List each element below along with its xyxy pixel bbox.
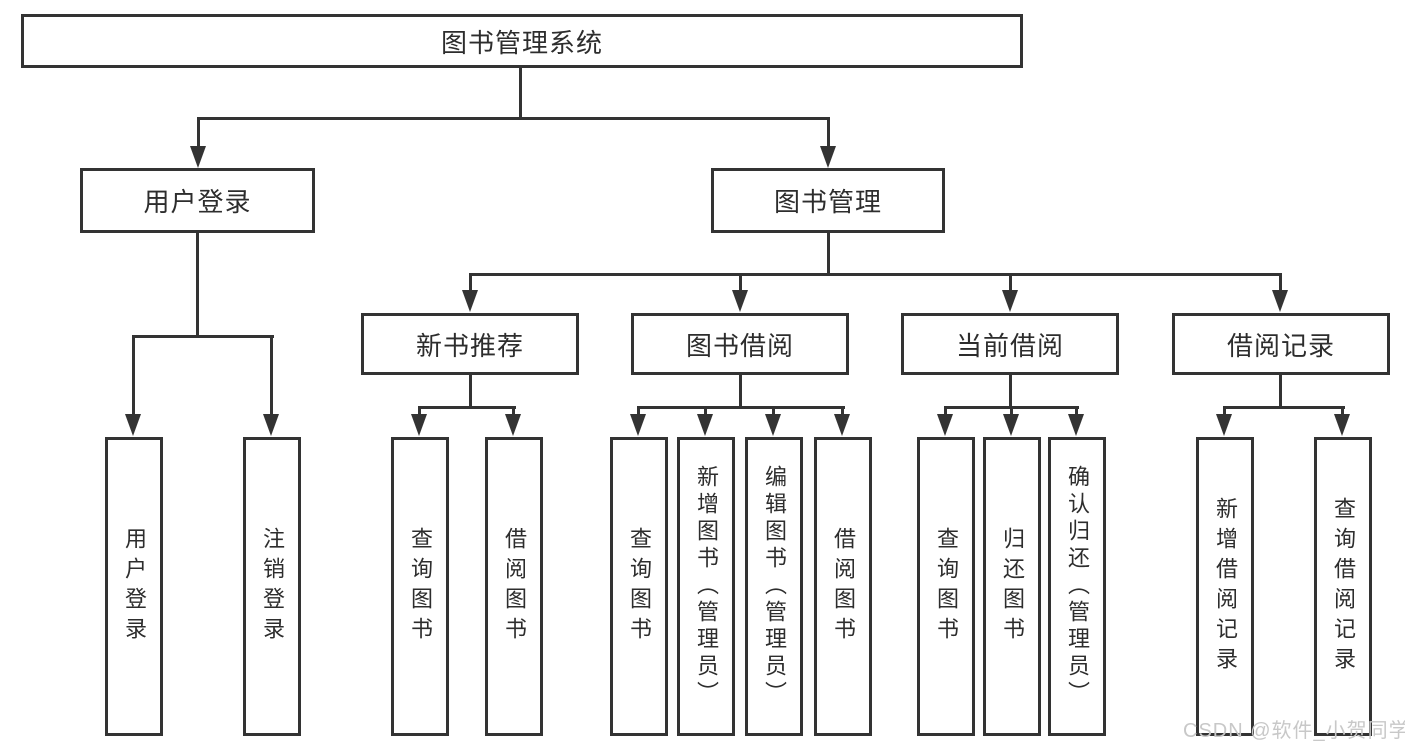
leaf-edit-book-admin: 编辑图书（管理员） <box>745 437 803 736</box>
connector-leaf-stem <box>418 406 421 416</box>
leaf-return-book: 归还图书 <box>983 437 1041 736</box>
connector-leaf-stem <box>132 335 135 415</box>
arrow-down-icon <box>411 414 427 436</box>
watermark: CSDN @软件_小贺同学 <box>1183 720 1405 742</box>
leaf-add-book-admin-label: 新增图书（管理员） <box>694 465 719 708</box>
leaf-add-borrow-record-label: 新增借阅记录 <box>1213 496 1238 677</box>
arrow-down-icon <box>1068 414 1084 436</box>
connector-leaf-stem <box>270 335 273 415</box>
connector-leaf-stem <box>1010 406 1013 416</box>
arrow-down-icon <box>765 414 781 436</box>
connector-module-stem <box>739 273 742 293</box>
leaf-edit-book-admin-label: 编辑图书（管理员） <box>762 465 787 708</box>
arrow-down-icon <box>263 414 279 436</box>
arrow-down-icon <box>820 146 836 168</box>
arrow-down-icon <box>630 414 646 436</box>
node-book-management: 图书管理 <box>711 168 945 233</box>
connector-user-login-stub <box>196 233 199 338</box>
leaf-query-borrow-record: 查询借阅记录 <box>1314 437 1372 736</box>
connector-module-stub <box>469 375 472 409</box>
arrow-down-icon <box>125 414 141 436</box>
connector-leaf-stem <box>512 406 515 416</box>
leaf-logout-label: 注销登录 <box>260 526 285 647</box>
leaf-confirm-return-admin-label: 确认归还（管理员） <box>1065 465 1090 708</box>
leaf-query-books-recommend-label: 查询图书 <box>408 526 433 647</box>
arrow-down-icon <box>1003 414 1019 436</box>
node-new-book-recommend: 新书推荐 <box>361 313 579 375</box>
connector-leaf-stem <box>1223 406 1226 416</box>
leaf-query-books-recommend: 查询图书 <box>391 437 449 736</box>
connector-children-branch <box>418 406 516 409</box>
leaf-borrow-books-borrowing-label: 借阅图书 <box>831 526 856 647</box>
connector-module-stub <box>1009 375 1012 409</box>
connector-level3-branch <box>469 273 1282 276</box>
connector-leaf-stem <box>1341 406 1344 416</box>
leaf-query-books-borrowing: 查询图书 <box>610 437 668 736</box>
node-borrow-records-label: 借阅记录 <box>1226 330 1335 361</box>
connector-leaf-stem <box>772 406 775 416</box>
arrow-down-icon <box>1216 414 1232 436</box>
leaf-borrow-books-borrowing: 借阅图书 <box>814 437 872 736</box>
node-user-login: 用户登录 <box>80 168 315 233</box>
node-root: 图书管理系统 <box>21 14 1023 68</box>
connector-module-stem <box>469 273 472 293</box>
connector-leaf-stem <box>841 406 844 416</box>
connector-user-login-stem <box>197 117 200 147</box>
leaf-query-books-borrowing-label: 查询图书 <box>627 526 652 647</box>
connector-children-branch <box>1223 406 1345 409</box>
leaf-add-borrow-record: 新增借阅记录 <box>1196 437 1254 736</box>
leaf-add-book-admin: 新增图书（管理员） <box>677 437 735 736</box>
arrow-down-icon <box>732 290 748 312</box>
leaf-user-login: 用户登录 <box>105 437 163 736</box>
leaf-query-books-current-label: 查询图书 <box>934 526 959 647</box>
leaf-borrow-books-recommend: 借阅图书 <box>485 437 543 736</box>
connector-module-stem <box>1009 273 1012 293</box>
connector-book-mgmt-stem <box>827 117 830 147</box>
node-root-label: 图书管理系统 <box>440 27 603 58</box>
node-book-management-label: 图书管理 <box>773 187 882 217</box>
connector-leaf-stem <box>1075 406 1078 416</box>
node-current-borrowing-label: 当前借阅 <box>955 330 1064 361</box>
node-borrow-records: 借阅记录 <box>1172 313 1390 375</box>
leaf-borrow-books-recommend-label: 借阅图书 <box>502 526 527 647</box>
node-user-login-label: 用户登录 <box>143 187 252 217</box>
leaf-logout: 注销登录 <box>243 437 301 736</box>
arrow-down-icon <box>462 290 478 312</box>
node-current-borrowing: 当前借阅 <box>901 313 1119 375</box>
arrow-down-icon <box>937 414 953 436</box>
connector-module-stub <box>1279 375 1282 409</box>
connector-children-branch <box>637 406 845 409</box>
connector-root-stub <box>519 68 522 120</box>
node-new-book-recommend-label: 新书推荐 <box>415 330 524 361</box>
arrow-down-icon <box>697 414 713 436</box>
arrow-down-icon <box>1272 290 1288 312</box>
arrow-down-icon <box>834 414 850 436</box>
leaf-return-book-label: 归还图书 <box>1000 526 1025 647</box>
connector-leaf-stem <box>944 406 947 416</box>
connector-level2-branch <box>197 117 830 120</box>
leaf-query-books-current: 查询图书 <box>917 437 975 736</box>
connector-leaf-stem <box>637 406 640 416</box>
node-book-borrowing: 图书借阅 <box>631 313 849 375</box>
arrow-down-icon <box>1002 290 1018 312</box>
connector-leaf-stem <box>704 406 707 416</box>
arrow-down-icon <box>190 146 206 168</box>
connector-module-stub <box>739 375 742 409</box>
leaf-query-borrow-record-label: 查询借阅记录 <box>1331 496 1356 677</box>
connector-user-login-children-branch <box>132 335 274 338</box>
connector-module-stem <box>1279 273 1282 293</box>
node-book-borrowing-label: 图书借阅 <box>685 330 794 361</box>
connector-book-mgmt-stub <box>827 233 830 276</box>
arrow-down-icon <box>505 414 521 436</box>
leaf-confirm-return-admin: 确认归还（管理员） <box>1048 437 1106 736</box>
arrow-down-icon <box>1334 414 1350 436</box>
leaf-user-login-label: 用户登录 <box>122 526 147 647</box>
